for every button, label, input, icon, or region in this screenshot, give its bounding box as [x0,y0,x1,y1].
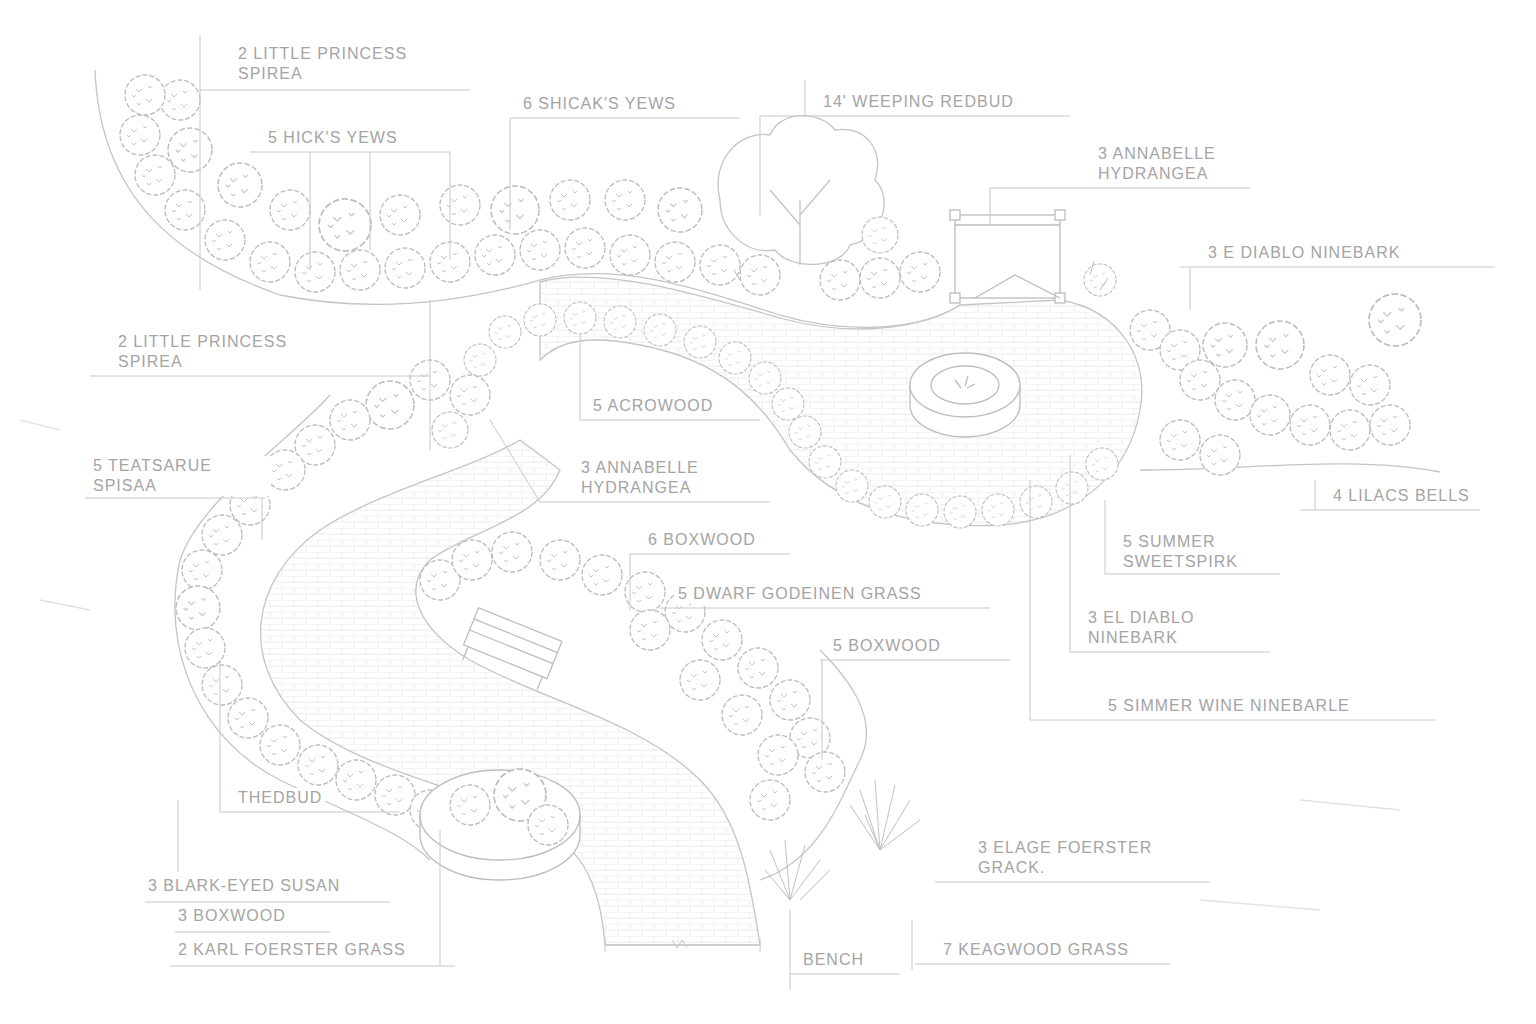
plant-label: 5 HICK'S YEWS [265,128,401,148]
plant-label: 3 ANNABELLE HYDRANGEA [578,458,784,498]
plant-label: 6 SHICAK'S YEWS [520,94,679,114]
plant-label: THEDBUD [235,788,325,808]
plant-label: 5 SIMMER WINE NINEBARLE [1105,696,1353,716]
plant-label: 5 TEATSARUE SPISAA [90,456,271,496]
plant-label: 14' WEEPING REDBUD [820,92,1017,112]
plant-label: 5 ACROWOOD [590,396,716,416]
plant-label: 6 BOXWOOD [645,530,759,550]
plant-label: 4 LILACS BELLS [1330,486,1473,506]
plant-label: 3 EL DIABLO NINEBARK [1085,608,1266,648]
plant-label: 3 BOXWOOD [175,906,289,926]
plant-label: 2 LITTLE PRINCESS SPIREA [115,332,336,372]
plant-label: BENCH [800,950,867,970]
plant-label: 5 BOXWOOD [830,636,944,656]
plant-label: 3 ANNABELLE HYDRANGEA [1095,144,1301,184]
plant-label: 5 DWARF GODEINEN GRASS [675,584,925,604]
plant-label: 5 SUMMER SWEETSPIRK [1120,532,1296,572]
plant-label: 7 KEAGWOOD GRASS [940,940,1132,960]
plant-label: 3 ELAGE FOERSTER GRACK. [975,838,1201,878]
plant-label: 2 LITTLE PRINCESS SPIREA [235,44,456,84]
plant-label: 2 KARL FOERSTER GRASS [175,940,409,960]
plant-label: 3 BLARK-EYED SUSAN [145,876,343,896]
plant-label: 3 E DIABLO NINEBARK [1205,243,1403,263]
